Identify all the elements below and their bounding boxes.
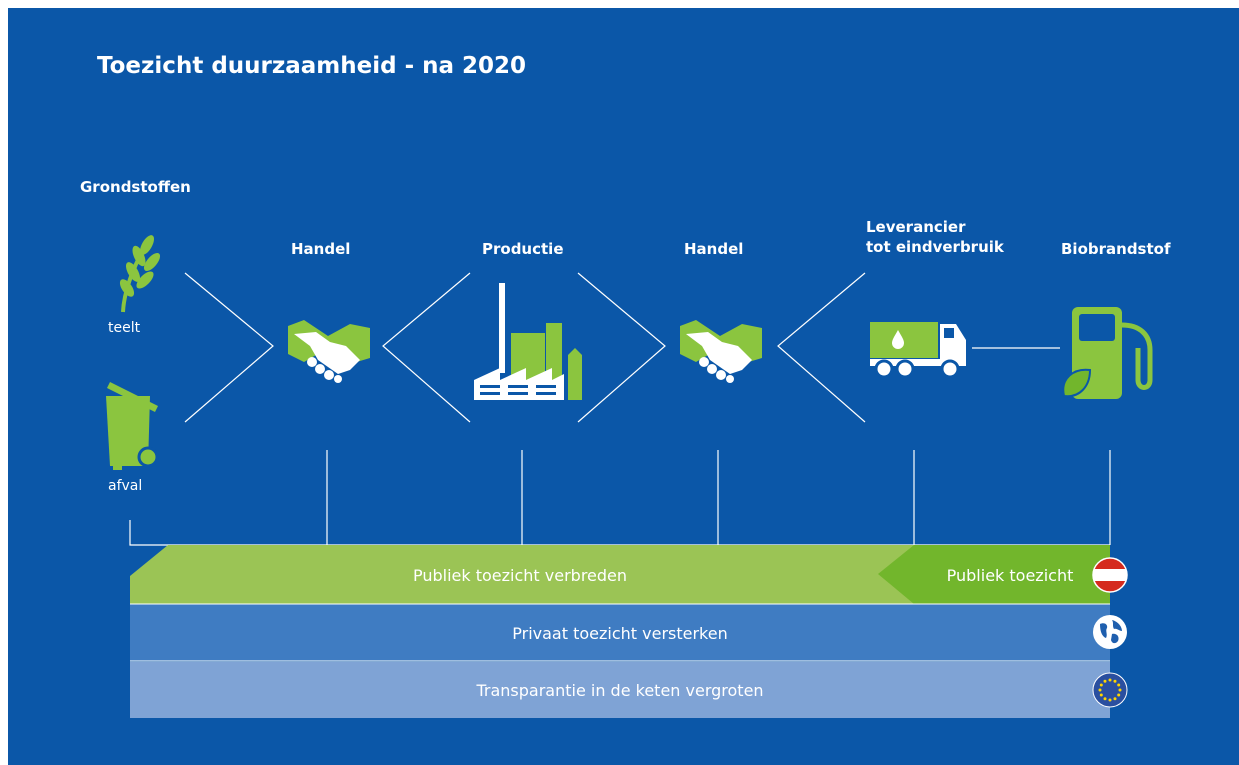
- handshake-icon-1: [288, 320, 370, 383]
- chevron-1: [184, 272, 274, 423]
- handshake-icon-2: [680, 320, 762, 383]
- truck-icon: [870, 322, 966, 379]
- bin-icon: [106, 382, 159, 470]
- factory-icon: [474, 283, 582, 400]
- chevron-2-left: [382, 272, 471, 423]
- publiek-toezicht-label: Publiek toezicht: [946, 565, 1074, 585]
- header-leverancier-line1: Leverancier: [866, 218, 966, 236]
- netherlands-flag-icon: [1092, 557, 1128, 593]
- wheat-icon: [119, 235, 161, 313]
- publiek-toezicht-bar-shape: [878, 545, 1110, 604]
- label-teelt: teelt: [108, 320, 141, 336]
- publiek-verbreden-label: Publiek toezicht verbreden: [412, 565, 628, 585]
- header-leverancier: Leverancier tot eindverbruik: [866, 217, 1004, 257]
- chevron-3: [777, 272, 866, 423]
- label-afval: afval: [108, 478, 143, 494]
- header-handel-2: Handel: [684, 240, 744, 258]
- header-handel-1: Handel: [291, 240, 351, 258]
- chevron-2-right: [577, 272, 666, 423]
- page-title: Toezicht duurzaamheid - na 2020: [97, 53, 527, 79]
- transparantie-bar-shape: [130, 662, 1110, 718]
- privaat-toezicht-label: Privaat toezicht versterken: [512, 623, 728, 643]
- fuel-pump-icon: [1062, 307, 1153, 399]
- header-grondstoffen: Grondstoffen: [80, 178, 191, 196]
- eu-flag-icon: [1092, 672, 1128, 708]
- header-leverancier-line2: tot eindverbruik: [866, 238, 1004, 256]
- header-productie: Productie: [482, 240, 564, 258]
- transparantie-label: Transparantie in de keten vergroten: [476, 680, 764, 700]
- globe-icon: [1093, 615, 1127, 649]
- header-biobrandstof: Biobrandstof: [1061, 240, 1171, 258]
- privaat-bar-shape: [130, 604, 1110, 661]
- publiek-verbreden-bar-shape: [130, 545, 914, 604]
